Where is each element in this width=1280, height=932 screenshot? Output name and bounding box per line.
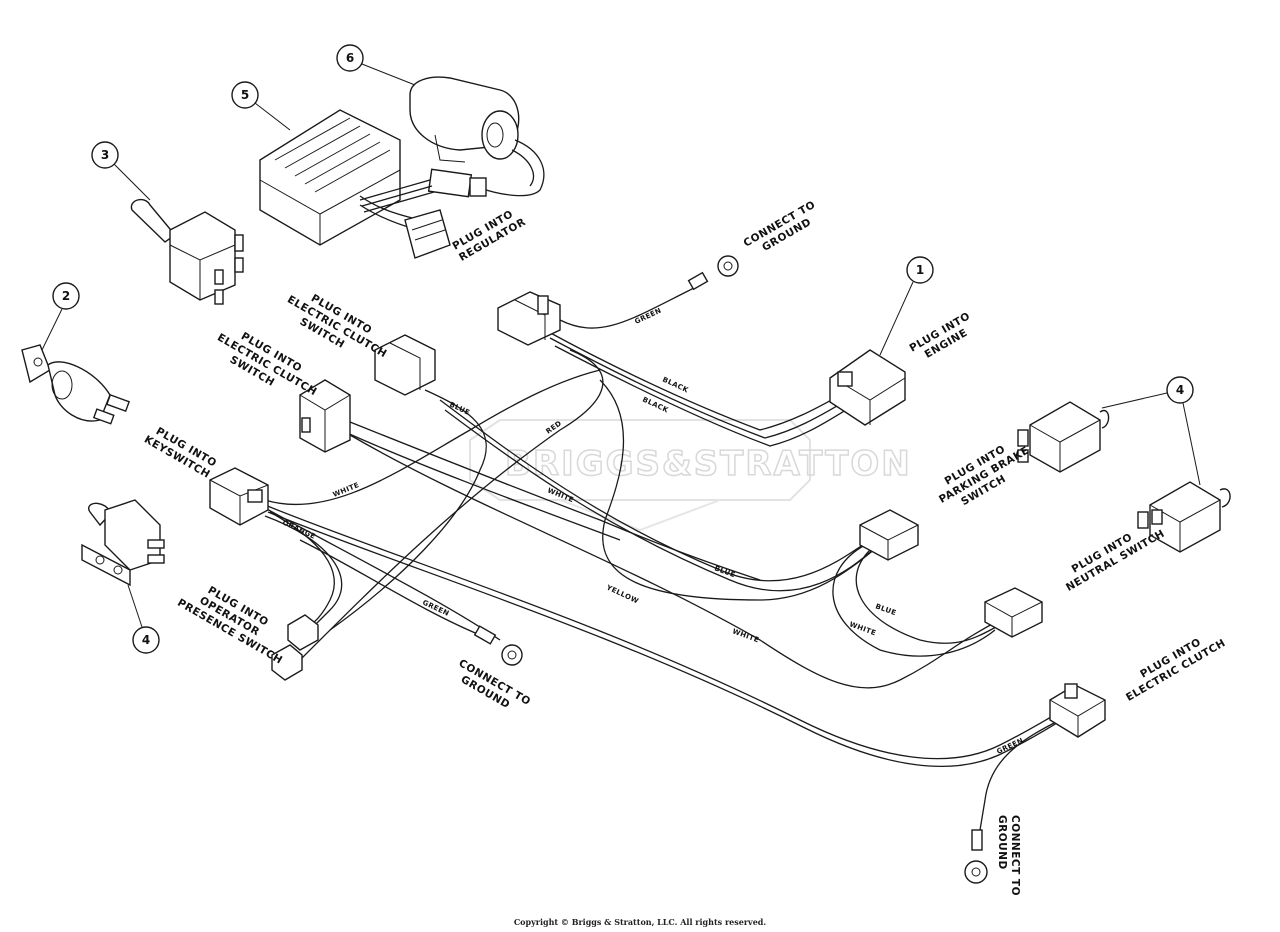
callout-6: 6 [336,44,416,86]
wire-label-white-low: WHITE [848,620,877,637]
watermark: BRIGGS&STRATTON [469,419,912,532]
label-ground-bottom: CONNECT TO GROUND [996,815,1021,896]
callout-6-number: 6 [346,51,354,65]
part-4-operator-switch [81,499,165,587]
label-ground-bottom-line-1: CONNECT TO [1009,815,1021,896]
wire-label-yellow: YELLOW [604,583,640,605]
label-ground-top: CONNECT TO GROUND [742,199,818,254]
label-engine: PLUG INTO ENGINE [908,310,973,361]
callout-5: 5 [231,81,291,131]
ground-terminal-bottom [964,829,988,884]
wire-label-blue-mid: BLUE [713,564,736,579]
label-ground-bottom-line-2: GROUND [996,815,1008,870]
callout-2: 2 [41,282,80,351]
label-ground-mid: CONNECT TO GROUND [457,657,533,711]
connector-engine [829,349,906,426]
part-4-neutral-switch [1137,481,1231,553]
part-4-parking-brake-switch [1017,401,1110,473]
callout-1: 1 [879,256,934,356]
part-2-keyswitch [21,344,131,425]
connector-parking-brake [859,509,919,561]
connector-keyswitch [209,467,269,526]
wire-label-black-2: BLACK [641,396,670,415]
label-parking-brake: PLUG INTO PARKING BRAKE SWITCH [937,443,1031,508]
label-operator: PLUG INTO OPERATOR PRESENCE SWITCH [175,584,284,667]
label-electric-clutch: PLUG INTO ELECTRIC CLUTCH [1124,636,1228,704]
part-6-capacitor [409,76,545,198]
label-keyswitch: PLUG INTO KEYSWITCH [142,425,219,481]
connector-electric-clutch [1049,683,1106,738]
callout-4-left: 4 [127,584,160,654]
callout-3: 3 [91,141,151,201]
wire-label-black-1: BLACK [661,376,690,395]
callout-5-number: 5 [241,88,249,102]
connector-clutch-switch-a [374,334,436,396]
label-regulator: PLUG INTO REGULATOR [451,208,529,264]
wire-label-white-3: WHITE [731,627,760,644]
watermark-text: BRIGGS&STRATTON [505,444,912,484]
connector-regulator [497,291,561,346]
callout-4-right-number: 4 [1176,383,1184,397]
ground-terminal-mid [473,625,523,666]
wire-bundle [264,281,1063,831]
callout-4-right: 4 [1101,376,1201,486]
copyright-notice: Copyright © Briggs & Stratton, LLC. All … [513,917,767,927]
callout-3-number: 3 [101,148,109,162]
wire-label-green-top: GREEN [633,306,662,325]
wire-label-red: RED [545,419,564,435]
callout-2-number: 2 [62,289,70,303]
connector-neutral [984,587,1043,638]
part-3-clutch-switch [130,198,244,305]
connector-clutch-switch-b [299,379,351,453]
wire-label-blue-low: BLUE [874,602,897,617]
wire-label-white-1: WHITE [332,481,361,499]
part-5-regulator [259,109,451,259]
callout-4-left-number: 4 [142,633,150,647]
callout-1-number: 1 [916,263,924,277]
spade-terminals [271,614,319,681]
ground-terminal-top [687,255,739,291]
